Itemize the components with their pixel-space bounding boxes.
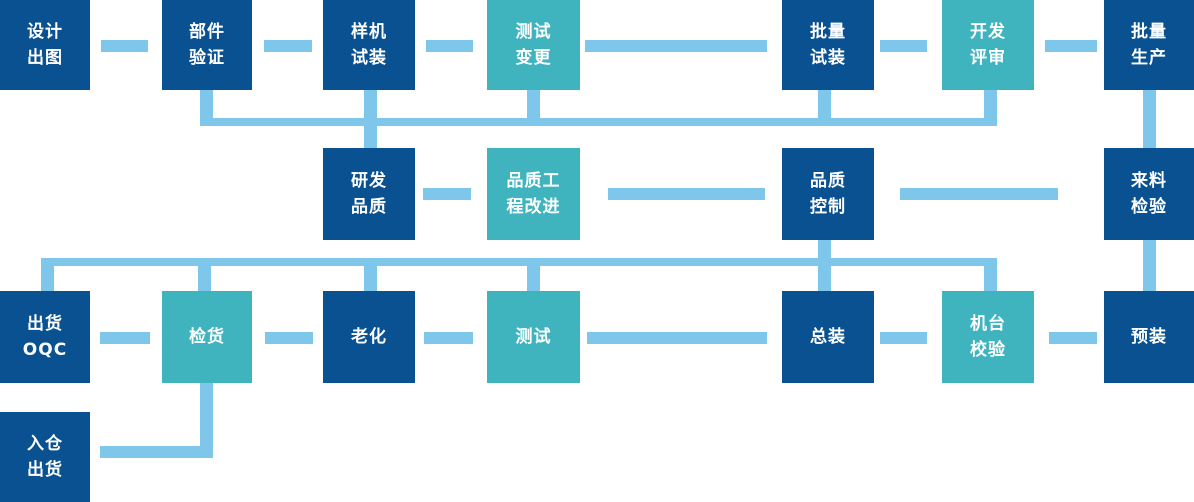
- node-label: 研发 品质: [351, 170, 387, 217]
- connector-goodsinspection-to-aging: [265, 332, 313, 344]
- node-label: 部件 验证: [189, 21, 225, 68]
- node-testing: 测试: [487, 291, 580, 383]
- node-label: 品质工 程改进: [506, 170, 561, 217]
- node-development-review: 开发 评审: [942, 0, 1034, 90]
- connector-rdquality-to-qualityeng: [423, 188, 471, 200]
- node-label: 来料 检验: [1131, 170, 1167, 217]
- drop-development-review: [984, 90, 997, 126]
- connector-prototype-to-testchange: [426, 40, 473, 52]
- drop-massprod-to-incoming: [1143, 90, 1156, 148]
- drop-to-shipping-oqc: [41, 266, 54, 291]
- node-test-change: 测试 变更: [487, 0, 580, 90]
- drop-to-testing: [527, 266, 540, 291]
- drop-batch-trial: [818, 90, 831, 126]
- drop-prototype-to-rdquality: [364, 90, 377, 148]
- node-label: 预装: [1131, 326, 1167, 347]
- node-label: 检货: [189, 326, 225, 347]
- node-final-assembly: 总装: [782, 291, 874, 383]
- node-incoming-material-inspection: 来料 检验: [1104, 148, 1194, 240]
- node-warehouse-in-ship-out: 入仓 出货: [0, 412, 90, 502]
- node-label: 入仓 出货: [27, 433, 63, 480]
- node-design-drawing: 设计 出图: [0, 0, 90, 90]
- node-label: 开发 评审: [970, 21, 1006, 68]
- connector-devreview-to-massprod: [1045, 40, 1097, 52]
- node-goods-inspection: 检货: [162, 291, 252, 383]
- drop-component-verification: [200, 90, 213, 126]
- node-prototype-trial-assembly: 样机 试装: [323, 0, 415, 90]
- node-shipping-oqc: 出货 OQC: [0, 291, 90, 383]
- node-label: 批量 生产: [1131, 21, 1167, 68]
- connector-component-to-prototype: [264, 40, 312, 52]
- drop-to-machine-calibration: [984, 266, 997, 291]
- drop-to-goods-inspection: [198, 266, 211, 291]
- connector-finalassembly-to-calibration: [880, 332, 927, 344]
- node-label: 设计 出图: [27, 21, 63, 68]
- node-label: 老化: [351, 326, 387, 347]
- node-quality-engineering-improvement: 品质工 程改进: [487, 148, 580, 240]
- node-label: 品质 控制: [810, 170, 846, 217]
- connector-qc-to-incoming: [900, 188, 1058, 200]
- elbow-to-warehouse: [100, 446, 212, 458]
- connector-qualityeng-to-qc: [608, 188, 765, 200]
- drop-goodsinspection-down: [200, 383, 213, 458]
- node-machine-calibration: 机台 校验: [942, 291, 1034, 383]
- node-label: 测试 变更: [515, 21, 552, 68]
- bus-row3: [41, 258, 997, 266]
- feedback-bus-row1: [200, 118, 997, 126]
- drop-incoming-to-preassembly: [1143, 240, 1156, 291]
- node-pre-assembly: 预装: [1104, 291, 1194, 383]
- connector-calibration-to-preassembly: [1049, 332, 1097, 344]
- node-label: 出货 OQC: [22, 313, 68, 360]
- connector-design-to-component: [101, 40, 148, 52]
- drop-test-change: [527, 90, 540, 126]
- node-mass-production: 批量 生产: [1104, 0, 1194, 90]
- connector-batchtrial-to-devreview: [880, 40, 927, 52]
- node-aging: 老化: [323, 291, 415, 383]
- connector-oqc-to-goodsinspection: [100, 332, 150, 344]
- connector-testing-to-finalassembly: [587, 332, 767, 344]
- node-rd-quality: 研发 品质: [323, 148, 415, 240]
- node-label: 批量 试装: [810, 21, 846, 68]
- node-quality-control: 品质 控制: [782, 148, 874, 240]
- node-component-verification: 部件 验证: [162, 0, 252, 90]
- connector-testchange-to-batchtrial: [585, 40, 767, 52]
- connector-aging-to-testing: [424, 332, 473, 344]
- node-label: 机台 校验: [970, 313, 1006, 360]
- node-label: 样机 试装: [351, 21, 387, 68]
- node-label: 测试: [515, 326, 552, 347]
- node-batch-trial-assembly: 批量 试装: [782, 0, 874, 90]
- drop-to-aging: [364, 266, 377, 291]
- node-label: 总装: [810, 326, 846, 347]
